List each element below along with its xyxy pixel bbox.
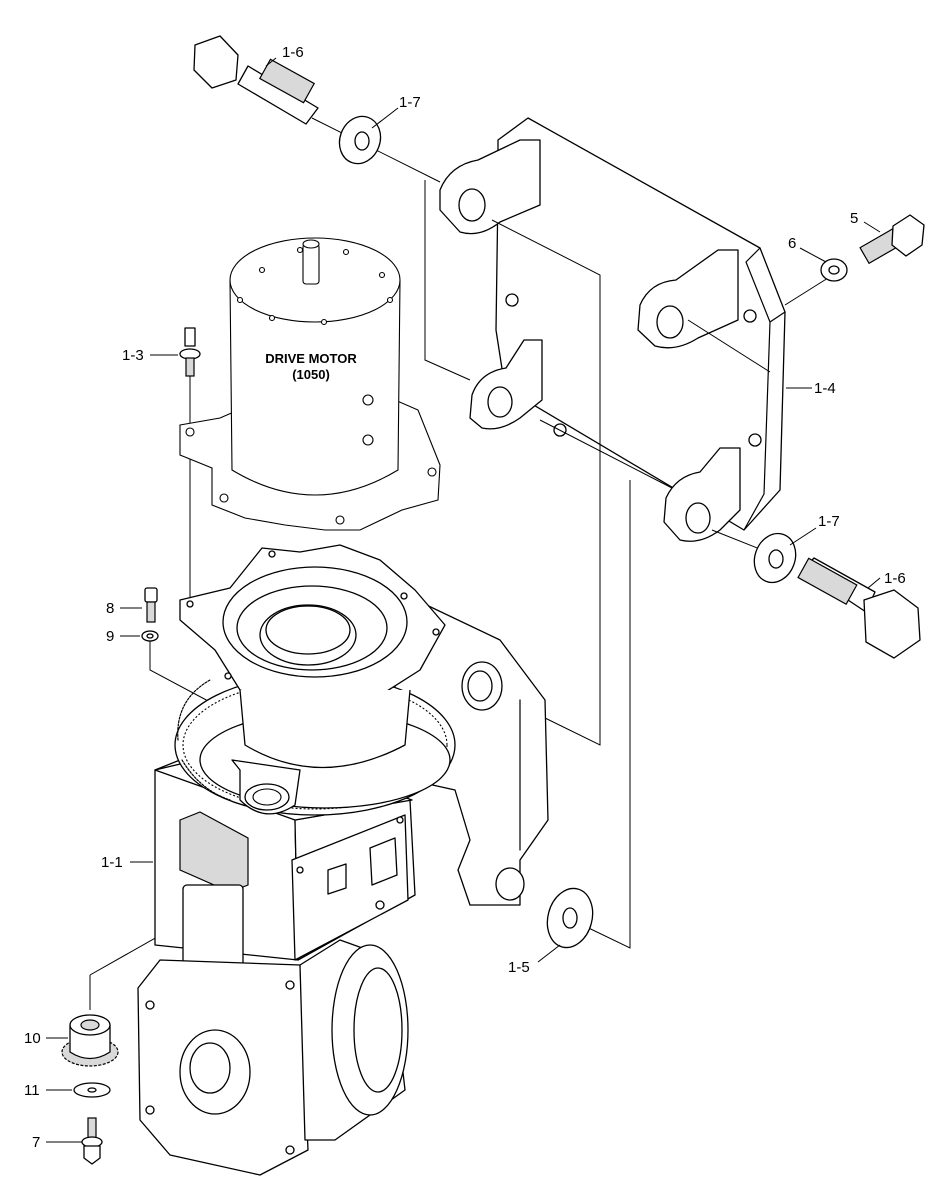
callout-screw-1-3: 1-3 bbox=[122, 347, 144, 364]
motor-name-label: DRIVE MOTOR bbox=[265, 351, 357, 366]
drive-motor: DRIVE MOTOR (1050) bbox=[179, 237, 441, 531]
callout-washer-1-7-top: 1-7 bbox=[399, 94, 421, 111]
washer-1-5 bbox=[546, 887, 594, 949]
callout-bolt-1-6-top: 1-6 bbox=[282, 44, 304, 61]
callout-washer-1-7-right: 1-7 bbox=[818, 513, 840, 530]
callout-washer-9: 9 bbox=[106, 628, 114, 645]
yoke-arm bbox=[394, 589, 549, 906]
callout-bolt-5: 5 bbox=[850, 210, 858, 227]
callout-plate-1-4: 1-4 bbox=[814, 380, 836, 397]
washer-6 bbox=[820, 258, 848, 282]
washer-1-7-right bbox=[753, 532, 797, 584]
bolt-1-6-top bbox=[193, 35, 319, 125]
mounting-plate bbox=[439, 117, 786, 542]
callout-housing-1-1: 1-1 bbox=[101, 854, 123, 871]
washer-11 bbox=[73, 1082, 111, 1098]
callout-pinion-10: 10 bbox=[24, 1030, 41, 1047]
callout-screw-8: 8 bbox=[106, 600, 114, 617]
washer-9 bbox=[141, 630, 159, 642]
pinion-10 bbox=[61, 1014, 119, 1067]
callout-bolt-1-6-right: 1-6 bbox=[884, 570, 906, 587]
callout-washer-6: 6 bbox=[788, 235, 796, 252]
screw-1-3 bbox=[179, 327, 201, 377]
callout-screw-7: 7 bbox=[32, 1134, 40, 1151]
bolt-1-6-right bbox=[797, 557, 921, 659]
motor-mount-flange bbox=[179, 544, 446, 769]
callout-washer-1-5: 1-5 bbox=[508, 959, 530, 976]
screw-8 bbox=[144, 587, 158, 623]
callout-washer-11: 11 bbox=[24, 1082, 40, 1099]
screw-7 bbox=[81, 1117, 103, 1165]
washer-1-7-top bbox=[338, 115, 382, 165]
callout-leaders bbox=[46, 57, 881, 1143]
bolt-5 bbox=[859, 214, 925, 265]
motor-code-label: (1050) bbox=[292, 367, 330, 382]
